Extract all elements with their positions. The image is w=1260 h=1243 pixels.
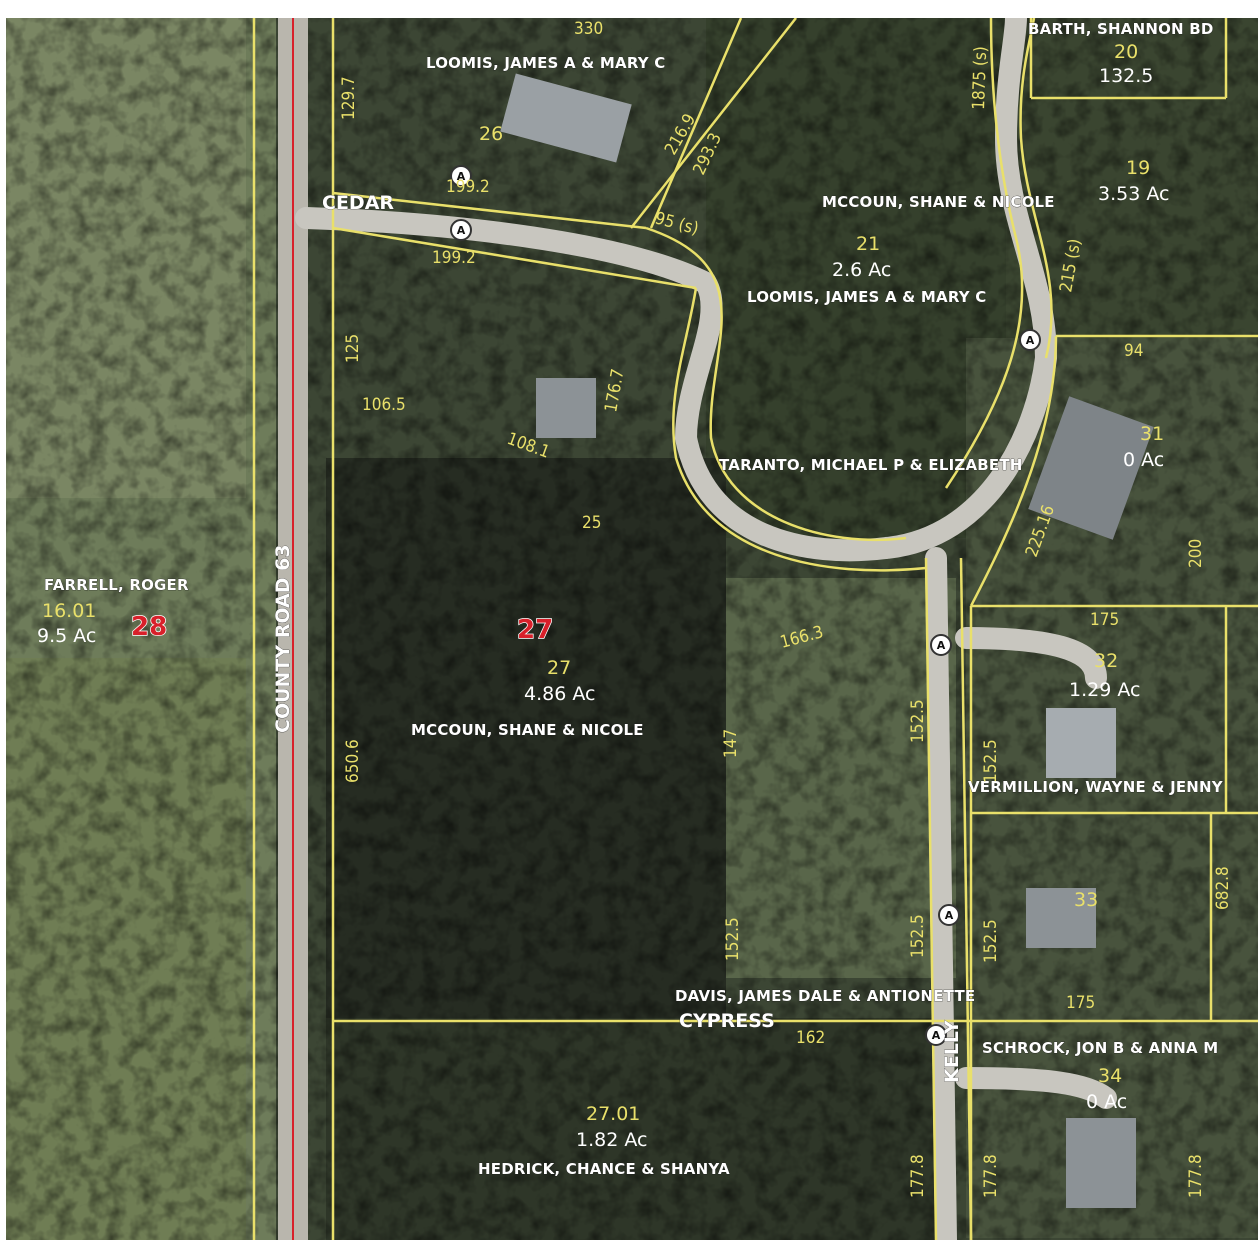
dim-label: 200 xyxy=(1186,539,1206,568)
dim-label: 175 xyxy=(1066,993,1095,1013)
owner-barth: BARTH, SHANNON BD xyxy=(1028,20,1214,38)
aerial-parcel-map: A A A A A A COUNTY ROAD 63 CEDAR CYPRESS… xyxy=(6,18,1258,1240)
dim-label: 25 xyxy=(582,513,601,533)
cypress-road-label: CYPRESS xyxy=(679,1010,775,1032)
parcel-number-19: 19 xyxy=(1126,157,1150,179)
a-marker: A xyxy=(450,219,472,241)
owner-hedrick: HEDRICK, CHANCE & SHANYA xyxy=(478,1160,730,1178)
parcel-acres-19: 3.53 Ac xyxy=(1098,183,1169,205)
dim-label: 175 xyxy=(1090,610,1119,630)
svg-text:A: A xyxy=(457,224,466,237)
parcel-number-27: 27 xyxy=(547,657,571,679)
a-marker: A xyxy=(938,904,960,926)
parcel-acres-27: 4.86 Ac xyxy=(524,683,595,705)
parcel-acres-21: 2.6 Ac xyxy=(832,259,891,281)
dim-label: 152.5 xyxy=(908,699,928,743)
parcel-number-31: 31 xyxy=(1140,423,1164,445)
parcel-number-34: 34 xyxy=(1098,1065,1122,1087)
parcel-number-32: 32 xyxy=(1094,650,1118,672)
a-marker: A xyxy=(930,634,952,656)
local-roads xyxy=(295,18,1117,1240)
owner-mccoun-21: MCCOUN, SHANE & NICOLE xyxy=(822,193,1055,211)
parcel-number-1601: 16.01 xyxy=(42,600,96,622)
a-marker: A xyxy=(1019,329,1041,351)
dim-label: 162 xyxy=(796,1028,825,1048)
parcel-number-21: 21 xyxy=(856,233,880,255)
dim-label: 650.6 xyxy=(343,739,363,783)
county-road-label: COUNTY ROAD 63 xyxy=(272,544,294,733)
owner-taranto: TARANTO, MICHAEL P & ELIZABETH xyxy=(719,456,1023,474)
parcel-acres-34: 0 Ac xyxy=(1086,1091,1127,1113)
owner-loomis-21: LOOMIS, JAMES A & MARY C xyxy=(747,288,986,306)
parcel-acres-32: 1.29 Ac xyxy=(1069,679,1140,701)
parcel-number-33: 33 xyxy=(1074,889,1098,911)
dim-label: 177.8 xyxy=(981,1154,1001,1198)
dim-label: 106.5 xyxy=(362,395,406,415)
parcel-id-28: 28 xyxy=(131,612,167,642)
cedar-road-label: CEDAR xyxy=(322,192,394,214)
svg-text:A: A xyxy=(937,639,946,652)
dim-label: 177.8 xyxy=(908,1154,928,1198)
dim-label: 682.8 xyxy=(1213,866,1233,910)
dim-label: 330 xyxy=(574,19,603,39)
owner-schrock: SCHROCK, JON B & ANNA M xyxy=(982,1039,1218,1057)
owner-mccoun-27: MCCOUN, SHANE & NICOLE xyxy=(411,721,644,739)
a-marker: A xyxy=(925,1024,947,1046)
svg-text:A: A xyxy=(1026,334,1035,347)
kelly-road-label: KELLY xyxy=(941,1020,963,1083)
parcel-number-2701: 27.01 xyxy=(586,1103,640,1125)
dim-label: 125 xyxy=(343,334,363,363)
dim-label: 177.8 xyxy=(1186,1154,1206,1198)
dim-label: 152.5 xyxy=(981,919,1001,963)
dim-label: 152.5 xyxy=(908,914,928,958)
dim-label: 1875 (s) xyxy=(969,46,991,110)
dim-label: 147 xyxy=(721,729,741,758)
dim-label: 199.2 xyxy=(446,177,490,197)
svg-text:A: A xyxy=(945,909,954,922)
a-marker: A xyxy=(450,165,472,187)
dim-label: 152.5 xyxy=(981,739,1001,783)
svg-text:A: A xyxy=(457,170,466,183)
parcel-value-20: 132.5 xyxy=(1099,65,1153,87)
parcel-number-20: 20 xyxy=(1114,41,1138,63)
svg-text:A: A xyxy=(932,1029,941,1042)
parcel-acres-28: 9.5 Ac xyxy=(37,625,96,647)
dim-label: 152.5 xyxy=(723,917,743,961)
aerial-imagery xyxy=(6,18,1258,1240)
access-markers: A A A A A A xyxy=(450,165,1041,1046)
parcel-lines xyxy=(252,18,1258,1240)
parcel-id-27: 27 xyxy=(517,615,553,645)
dim-label: 94 xyxy=(1124,341,1143,361)
owner-loomis-26: LOOMIS, JAMES A & MARY C xyxy=(426,54,665,72)
dim-label: 199.2 xyxy=(432,248,476,268)
dim-label: 129.7 xyxy=(339,76,359,120)
parcel-acres-31: 0 Ac xyxy=(1123,449,1164,471)
parcel-number-26: 26 xyxy=(479,123,503,145)
owner-davis: DAVIS, JAMES DALE & ANTIONETTE xyxy=(675,987,975,1005)
parcel-acres-2701: 1.82 Ac xyxy=(576,1129,647,1151)
owner-vermillion: VERMILLION, WAYNE & JENNY xyxy=(968,778,1224,796)
owner-farrell: FARRELL, ROGER xyxy=(44,576,189,594)
